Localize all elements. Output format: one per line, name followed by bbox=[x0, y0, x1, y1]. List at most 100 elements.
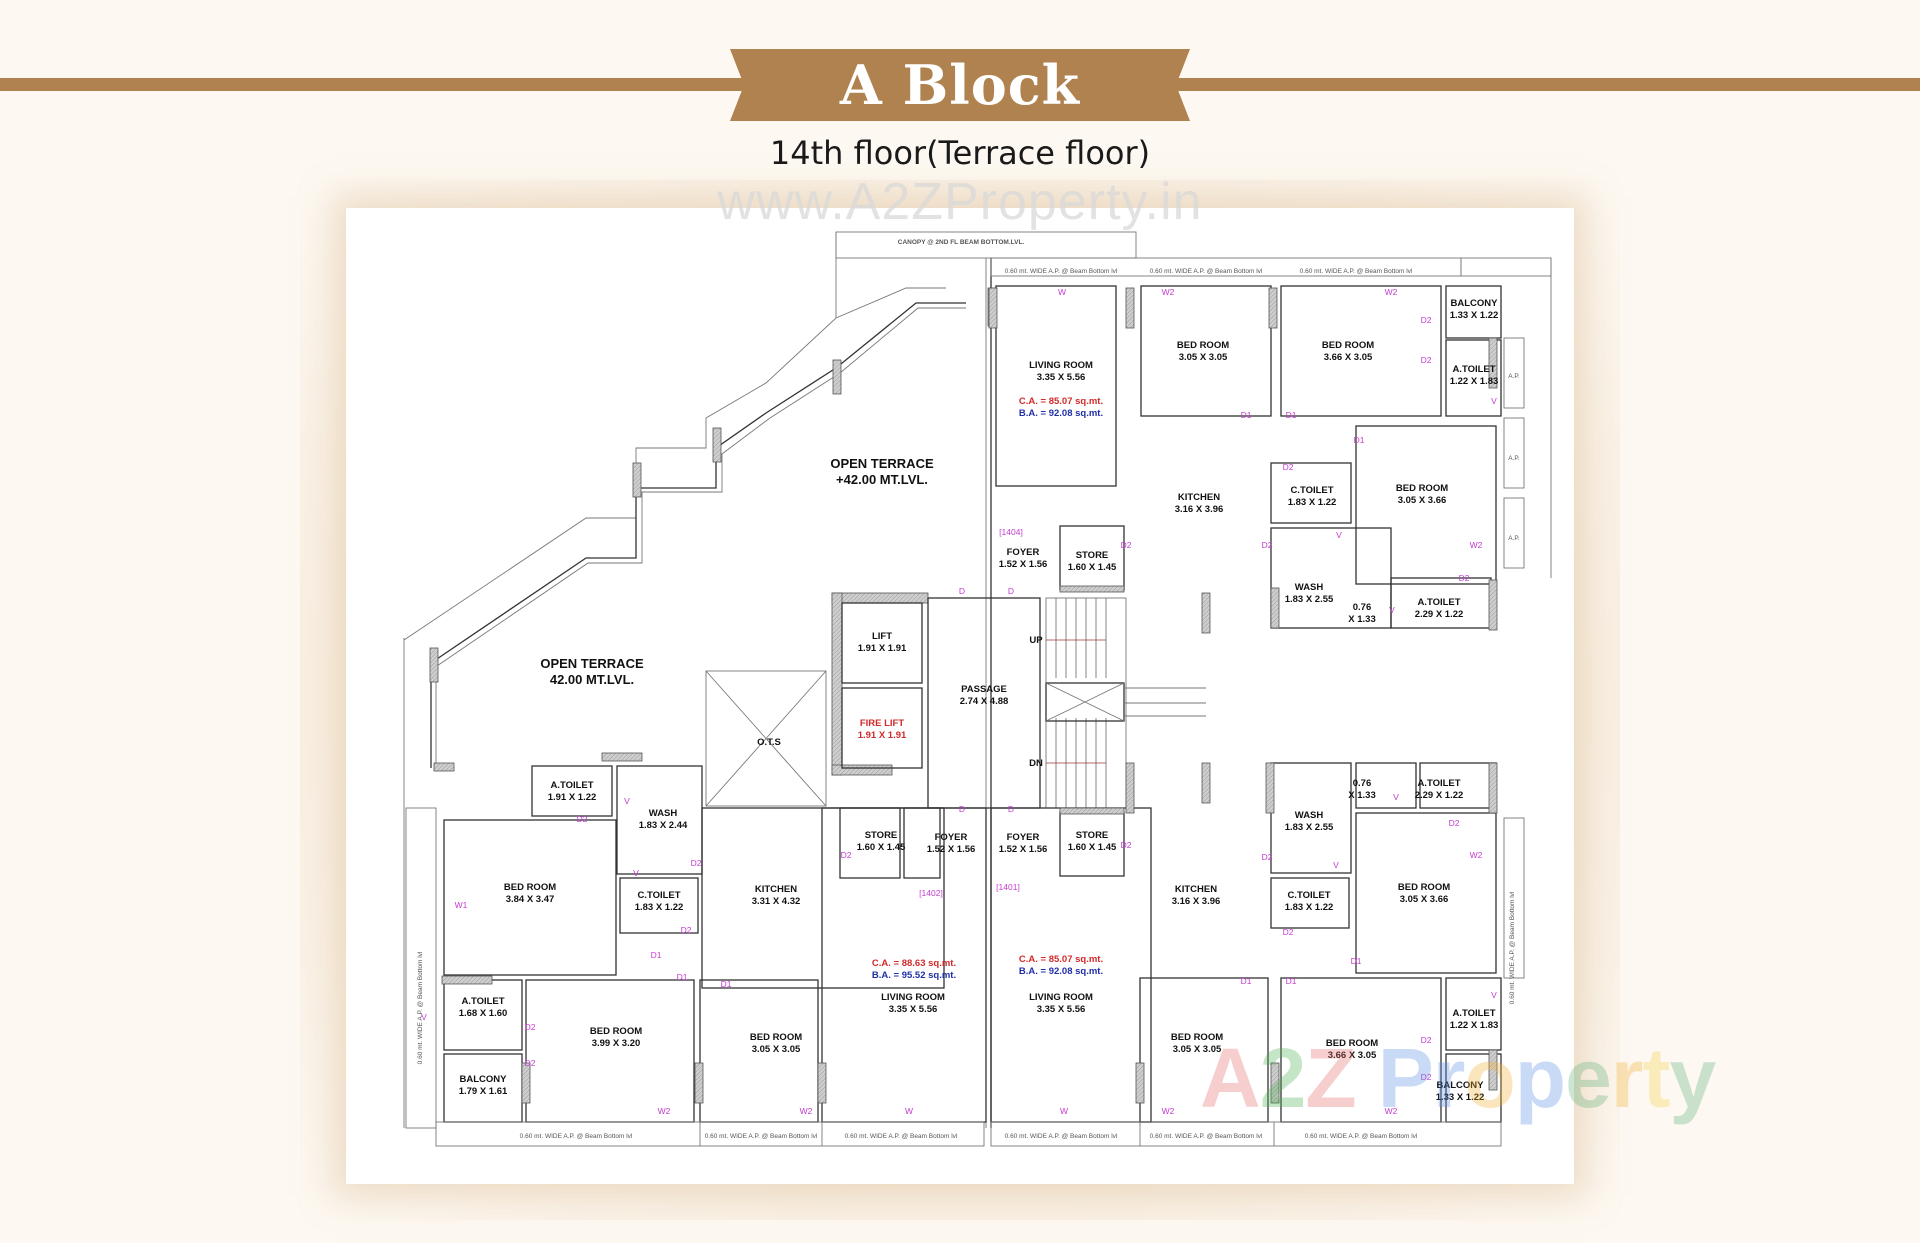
svg-text:D2: D2 bbox=[1421, 355, 1432, 365]
svg-text:D2: D2 bbox=[681, 925, 692, 935]
svg-text:0.60 mt. WIDE A.P. @ Beam Bott: 0.60 mt. WIDE A.P. @ Beam Bottom lvl bbox=[1005, 268, 1118, 275]
svg-text:D2: D2 bbox=[1283, 927, 1294, 937]
builtup-area: B.A. = 95.52 sq.mt. bbox=[872, 970, 956, 981]
svg-text:D: D bbox=[959, 804, 965, 814]
svg-text:3.35 X 5.56: 3.35 X 5.56 bbox=[889, 1004, 938, 1015]
svg-text:X 1.33: X 1.33 bbox=[1348, 790, 1375, 801]
svg-text:3.31 X 4.32: 3.31 X 4.32 bbox=[752, 896, 801, 907]
svg-text:V: V bbox=[1333, 860, 1339, 870]
svg-text:BED ROOM: BED ROOM bbox=[750, 1032, 802, 1043]
svg-text:0.76: 0.76 bbox=[1353, 778, 1372, 789]
svg-text:KITCHEN: KITCHEN bbox=[1178, 492, 1220, 503]
svg-text:1.33 X 1.22: 1.33 X 1.22 bbox=[1450, 310, 1499, 321]
svg-text:D2: D2 bbox=[1421, 1072, 1432, 1082]
builtup-area: B.A. = 92.08 sq.mt. bbox=[1019, 408, 1103, 419]
svg-text:W2: W2 bbox=[1162, 1106, 1175, 1116]
svg-text:V: V bbox=[1389, 605, 1395, 615]
open-terrace-upper: OPEN TERRACE bbox=[830, 456, 934, 471]
svg-text:W2: W2 bbox=[1385, 1106, 1398, 1116]
svg-text:W2: W2 bbox=[1162, 287, 1175, 297]
svg-text:A.TOILET: A.TOILET bbox=[1452, 364, 1495, 375]
floor-plan-sheet: CANOPY @ 2ND FL BEAM BOTTOM.LVL. 0.60 mt… bbox=[346, 208, 1574, 1184]
svg-text:D: D bbox=[959, 586, 965, 596]
svg-text:FOYER: FOYER bbox=[1007, 832, 1040, 843]
svg-text:W2: W2 bbox=[658, 1106, 671, 1116]
open-terrace-left: OPEN TERRACE bbox=[540, 656, 644, 671]
svg-text:D2: D2 bbox=[525, 1058, 536, 1068]
svg-text:1.22 X 1.83: 1.22 X 1.83 bbox=[1450, 376, 1499, 387]
flat-number: [1402] bbox=[919, 888, 943, 898]
canopy-note: CANOPY @ 2ND FL BEAM BOTTOM.LVL. bbox=[898, 239, 1025, 246]
svg-text:1.83 X 2.55: 1.83 X 2.55 bbox=[1285, 594, 1334, 605]
builtup-area: B.A. = 92.08 sq.mt. bbox=[1019, 966, 1103, 977]
svg-text:1.33 X 1.22: 1.33 X 1.22 bbox=[1436, 1092, 1485, 1103]
svg-text:V: V bbox=[1393, 792, 1399, 802]
svg-text:0.60 mt. WIDE A.P. @ Beam Bott: 0.60 mt. WIDE A.P. @ Beam Bottom lvl bbox=[520, 1133, 633, 1140]
svg-text:1.91 X 1.22: 1.91 X 1.22 bbox=[548, 792, 597, 803]
svg-text:0.60 mt. WIDE A.P. @ Beam Bott: 0.60 mt. WIDE A.P. @ Beam Bottom lvl bbox=[845, 1133, 958, 1140]
staircase bbox=[1045, 598, 1206, 808]
svg-text:0.60 mt. WIDE A.P. @ Beam Bott: 0.60 mt. WIDE A.P. @ Beam Bottom lvl bbox=[705, 1133, 818, 1140]
flat-1404: LIVING ROOM 3.35 X 5.56 C.A. = 85.07 sq.… bbox=[959, 287, 1498, 625]
svg-text:W: W bbox=[905, 1106, 913, 1116]
svg-text:C.TOILET: C.TOILET bbox=[637, 890, 680, 901]
stair-up-label: UP bbox=[1029, 635, 1043, 646]
svg-text:D1: D1 bbox=[1286, 976, 1297, 986]
svg-text:1.79 X 1.61: 1.79 X 1.61 bbox=[459, 1086, 508, 1097]
svg-text:BED ROOM: BED ROOM bbox=[1177, 340, 1229, 351]
svg-text:1.91 X 1.91: 1.91 X 1.91 bbox=[858, 643, 907, 654]
svg-text:W2: W2 bbox=[800, 1106, 813, 1116]
svg-text:0.60 mt. WIDE A.P. @ Beam Bott: 0.60 mt. WIDE A.P. @ Beam Bottom lvl bbox=[1150, 1133, 1263, 1140]
svg-text:V: V bbox=[421, 1012, 427, 1022]
svg-text:V: V bbox=[1336, 530, 1342, 540]
svg-text:3.66 X 3.05: 3.66 X 3.05 bbox=[1328, 1050, 1377, 1061]
svg-text:D2: D2 bbox=[1262, 852, 1273, 862]
svg-text:1.83 X 1.22: 1.83 X 1.22 bbox=[635, 902, 684, 913]
svg-text:BED ROOM: BED ROOM bbox=[590, 1026, 642, 1037]
ots-label: O.T.S bbox=[757, 737, 781, 748]
svg-text:W2: W2 bbox=[1470, 850, 1483, 860]
svg-text:0.60 mt. WIDE A.P. @ Beam Bott: 0.60 mt. WIDE A.P. @ Beam Bottom lvl bbox=[1509, 891, 1516, 1004]
svg-text:A.P.: A.P. bbox=[1508, 373, 1520, 380]
svg-text:1.22 X 1.83: 1.22 X 1.83 bbox=[1450, 1020, 1499, 1031]
svg-text:0.60 mt. WIDE A.P. @ Beam Bott: 0.60 mt. WIDE A.P. @ Beam Bottom lvl bbox=[1150, 268, 1263, 275]
svg-text:W1: W1 bbox=[455, 900, 468, 910]
svg-text:BALCONY: BALCONY bbox=[1437, 1080, 1485, 1091]
carpet-area: C.A. = 85.07 sq.mt. bbox=[1019, 396, 1103, 407]
svg-text:A.TOILET: A.TOILET bbox=[550, 780, 593, 791]
svg-text:V: V bbox=[633, 868, 639, 878]
svg-text:1.52 X 1.56: 1.52 X 1.56 bbox=[999, 559, 1048, 570]
ribbon-shape bbox=[730, 49, 1190, 121]
svg-text:+42.00 MT.LVL.: +42.00 MT.LVL. bbox=[836, 472, 928, 487]
svg-text:D1: D1 bbox=[1286, 410, 1297, 420]
svg-text:V: V bbox=[1491, 990, 1497, 1000]
svg-text:D2: D2 bbox=[1283, 462, 1294, 472]
svg-text:V: V bbox=[624, 796, 630, 806]
svg-text:W: W bbox=[1060, 1106, 1068, 1116]
svg-text:A.TOILET: A.TOILET bbox=[1417, 597, 1460, 608]
svg-text:1.83 X 2.44: 1.83 X 2.44 bbox=[639, 820, 688, 831]
svg-text:2.74 X 4.88: 2.74 X 4.88 bbox=[960, 696, 1009, 707]
svg-text:3.99 X 3.20: 3.99 X 3.20 bbox=[592, 1038, 641, 1049]
flat-1402: A.TOILET 1.91 X 1.22 WASH 1.83 X 2.44 BE… bbox=[421, 780, 975, 1116]
lift: LIFT bbox=[872, 631, 892, 642]
svg-text:3.05 X 3.66: 3.05 X 3.66 bbox=[1398, 495, 1447, 506]
svg-text:1.60 X 1.45: 1.60 X 1.45 bbox=[1068, 562, 1117, 573]
svg-text:W2: W2 bbox=[1470, 540, 1483, 550]
svg-text:BED ROOM: BED ROOM bbox=[1322, 340, 1374, 351]
svg-text:BED ROOM: BED ROOM bbox=[1396, 483, 1448, 494]
svg-text:WASH: WASH bbox=[1295, 582, 1324, 593]
website-watermark: www.A2ZProperty.in bbox=[717, 173, 1203, 231]
svg-text:1.68 X 1.60: 1.68 X 1.60 bbox=[459, 1008, 508, 1019]
passage: PASSAGE bbox=[961, 684, 1007, 695]
svg-text:D1: D1 bbox=[677, 972, 688, 982]
svg-text:BED ROOM: BED ROOM bbox=[1171, 1032, 1223, 1043]
svg-text:D2: D2 bbox=[1121, 540, 1132, 550]
svg-text:W2: W2 bbox=[1385, 287, 1398, 297]
svg-text:D1: D1 bbox=[1241, 410, 1252, 420]
floor-title: 14th floor(Terrace floor) bbox=[769, 134, 1151, 172]
svg-text:A.TOILET: A.TOILET bbox=[1452, 1008, 1495, 1019]
svg-text:D2: D2 bbox=[1421, 315, 1432, 325]
svg-text:STORE: STORE bbox=[1076, 550, 1109, 561]
svg-text:3.16 X 3.96: 3.16 X 3.96 bbox=[1175, 504, 1224, 515]
